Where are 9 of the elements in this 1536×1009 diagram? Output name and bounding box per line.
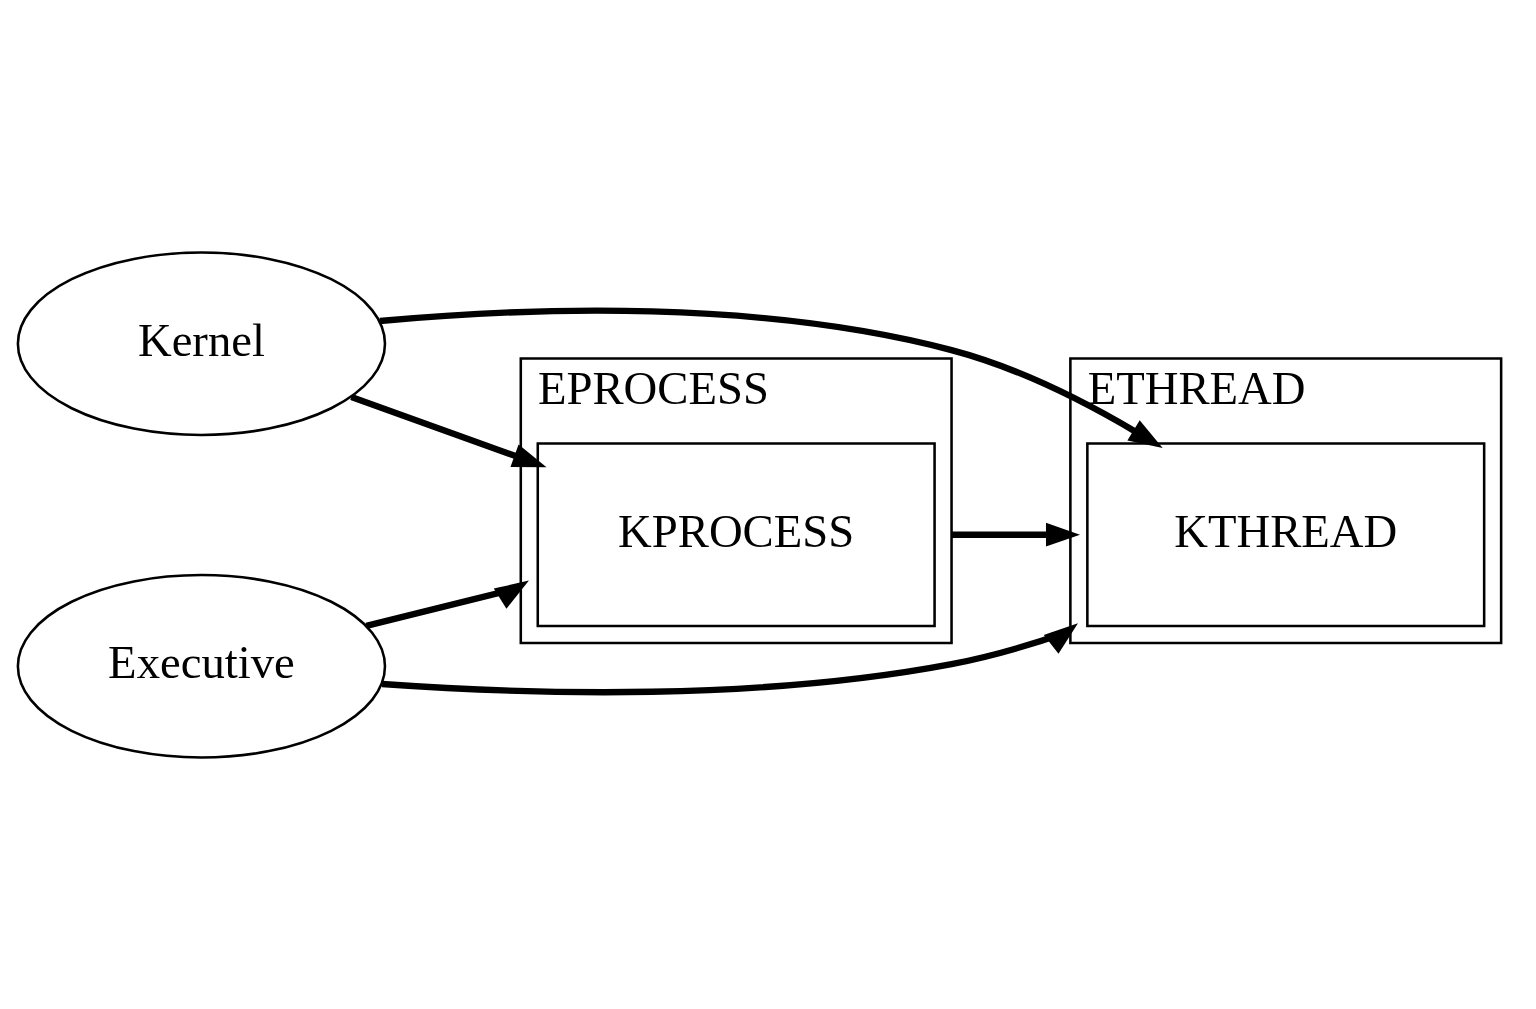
arrow bbox=[350, 393, 547, 467]
arrow bbox=[951, 522, 1081, 547]
node-box: KTHREAD bbox=[1086, 441, 1486, 627]
arrow bbox=[365, 580, 529, 629]
node-ellipse: Executive bbox=[16, 573, 387, 759]
node-ellipse: Kernel bbox=[16, 250, 387, 436]
node-box: KPROCESS bbox=[536, 441, 936, 627]
arrow bbox=[381, 622, 1078, 695]
arrow bbox=[379, 307, 1163, 448]
